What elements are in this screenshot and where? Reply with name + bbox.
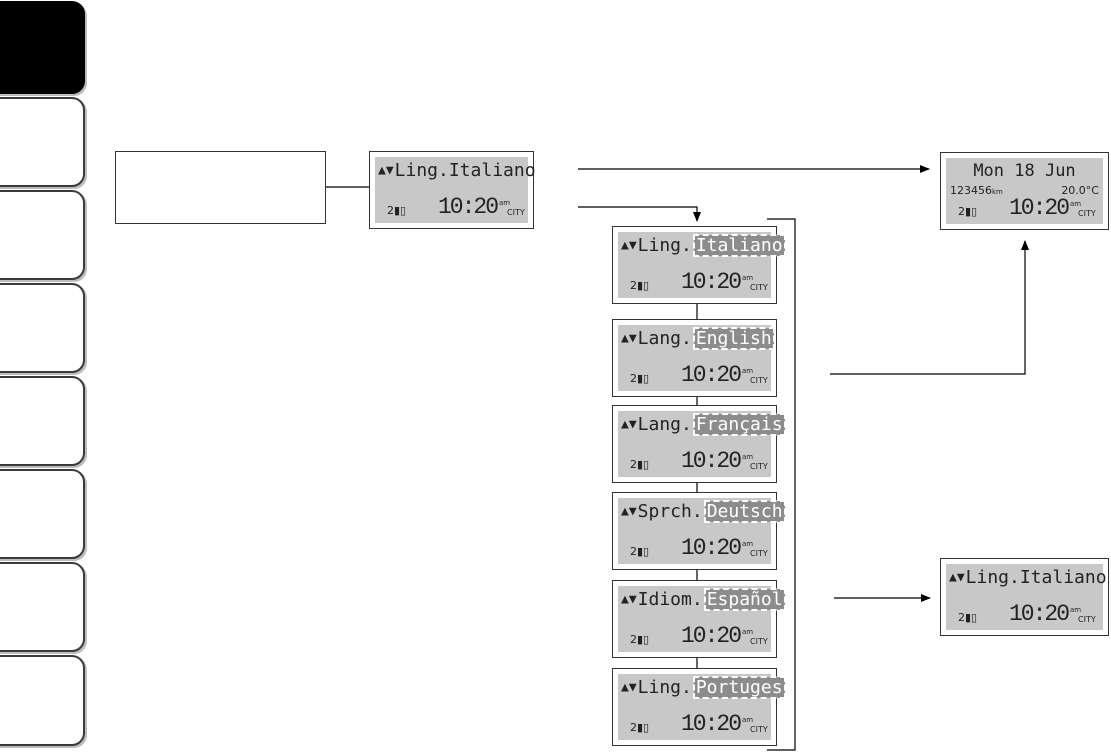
up-down-arrow-icon: ▲▼ xyxy=(621,680,637,695)
side-tab-3[interactable] xyxy=(0,190,85,280)
clock-time: 10:20 xyxy=(681,535,742,561)
language-value: English xyxy=(692,327,775,350)
side-tab-2[interactable] xyxy=(0,97,85,187)
outside-temperature: 20.0°C xyxy=(1061,184,1099,197)
drive-mode: CITY xyxy=(750,283,768,292)
clock-ampm: am xyxy=(742,628,754,636)
date-text: Mon 18 Jun xyxy=(973,161,1076,181)
start-display: ▲▼Ling.Italiano 2▮▯ 10:20 am CITY xyxy=(369,151,536,229)
language-prefix: Lang. xyxy=(637,414,692,435)
clock-ampm: am xyxy=(742,540,754,548)
side-tab-7[interactable] xyxy=(0,562,85,652)
language-prefix: Lang. xyxy=(637,328,692,349)
text-box xyxy=(115,151,326,224)
side-tab-8[interactable] xyxy=(0,655,85,746)
drive-mode: CITY xyxy=(1078,615,1096,624)
clock-time: 10:20 xyxy=(1009,601,1070,627)
language-value: Italiano xyxy=(692,234,786,257)
up-down-arrow-icon: ▲▼ xyxy=(378,163,394,178)
drive-mode: CITY xyxy=(750,637,768,646)
status-indicator: 2▮▯ xyxy=(630,545,650,558)
up-down-arrow-icon: ▲▼ xyxy=(621,238,637,253)
status-indicator: 2▮▯ xyxy=(387,204,407,217)
language-option-portuges[interactable]: ▲▼Ling.Portuges 2▮▯ 10:20 am CITY xyxy=(612,668,786,746)
drive-mode: CITY xyxy=(750,725,768,734)
clock-time: 10:20 xyxy=(681,623,742,649)
clock-ampm: am xyxy=(742,274,754,282)
clock-time: 10:20 xyxy=(681,711,742,737)
clock-time: 10:20 xyxy=(681,448,742,474)
side-tab-6[interactable] xyxy=(0,469,85,559)
up-down-arrow-icon: ▲▼ xyxy=(949,570,965,585)
up-down-arrow-icon: ▲▼ xyxy=(621,331,637,346)
clock-time: 10:20 xyxy=(681,269,742,295)
result-display: ▲▼Ling.Italiano 2▮▯ 10:20 am CITY xyxy=(940,558,1109,636)
start-display-label: g.Italiano xyxy=(427,160,536,181)
clock-ampm: am xyxy=(1070,200,1082,208)
language-value: Español xyxy=(703,588,786,611)
up-down-arrow-icon: ▲▼ xyxy=(621,592,637,607)
side-tab-5[interactable] xyxy=(0,376,85,466)
language-value: Français xyxy=(692,413,786,436)
up-down-arrow-icon: ▲▼ xyxy=(621,417,637,432)
result-display-text: Ling.Italiano xyxy=(965,567,1107,588)
status-indicator: 2▮▯ xyxy=(958,205,978,218)
date-display: Mon 18 Jun 123456km 20.0°C 2▮▯ 10:20 am … xyxy=(940,152,1109,230)
language-option-deutsch[interactable]: ▲▼Sprch.Deutsch 2▮▯ 10:20 am CITY xyxy=(612,492,786,570)
status-indicator: 2▮▯ xyxy=(630,372,650,385)
status-indicator: 2▮▯ xyxy=(630,633,650,646)
drive-mode: CITY xyxy=(750,549,768,558)
drive-mode: CITY xyxy=(750,376,768,385)
language-prefix: Idiom. xyxy=(637,589,703,610)
odometer-unit: km xyxy=(992,188,1003,196)
clock-ampm: am xyxy=(1070,606,1082,614)
language-prefix: Ling. xyxy=(637,235,692,256)
side-tab-4[interactable] xyxy=(0,283,85,373)
clock-time: 10:20 xyxy=(681,362,742,388)
language-value: Deutsch xyxy=(703,500,786,523)
status-indicator: 2▮▯ xyxy=(630,458,650,471)
drive-mode: CITY xyxy=(507,208,525,217)
clock-ampm: am xyxy=(742,716,754,724)
drive-mode: CITY xyxy=(750,462,768,471)
language-option-espanol[interactable]: ▲▼Idiom.Español 2▮▯ 10:20 am CITY xyxy=(612,580,786,658)
clock-ampm: am xyxy=(499,199,511,207)
status-indicator: 2▮▯ xyxy=(630,279,650,292)
language-option-italiano[interactable]: ▲▼Ling.Italiano 2▮▯ 10:20 am CITY xyxy=(612,226,786,304)
clock-time: 10:20 xyxy=(1009,195,1070,221)
language-prefix: Sprch. xyxy=(637,501,703,522)
start-display-prefix: Lin xyxy=(394,160,428,181)
status-indicator: 2▮▯ xyxy=(958,611,978,624)
clock-time: 10:20 xyxy=(438,194,499,220)
language-prefix: Ling. xyxy=(637,677,692,698)
language-option-english[interactable]: ▲▼Lang.English 2▮▯ 10:20 am CITY xyxy=(612,319,777,397)
side-tab-1[interactable] xyxy=(0,1,85,94)
language-option-francais[interactable]: ▲▼Lang.Français 2▮▯ 10:20 am CITY xyxy=(612,405,786,483)
odometer: 123456 xyxy=(950,184,992,197)
drive-mode: CITY xyxy=(1078,209,1096,218)
status-indicator: 2▮▯ xyxy=(630,721,650,734)
language-value: Portuges xyxy=(692,676,786,699)
up-down-arrow-icon: ▲▼ xyxy=(621,504,637,519)
clock-ampm: am xyxy=(742,453,754,461)
clock-ampm: am xyxy=(742,367,754,375)
